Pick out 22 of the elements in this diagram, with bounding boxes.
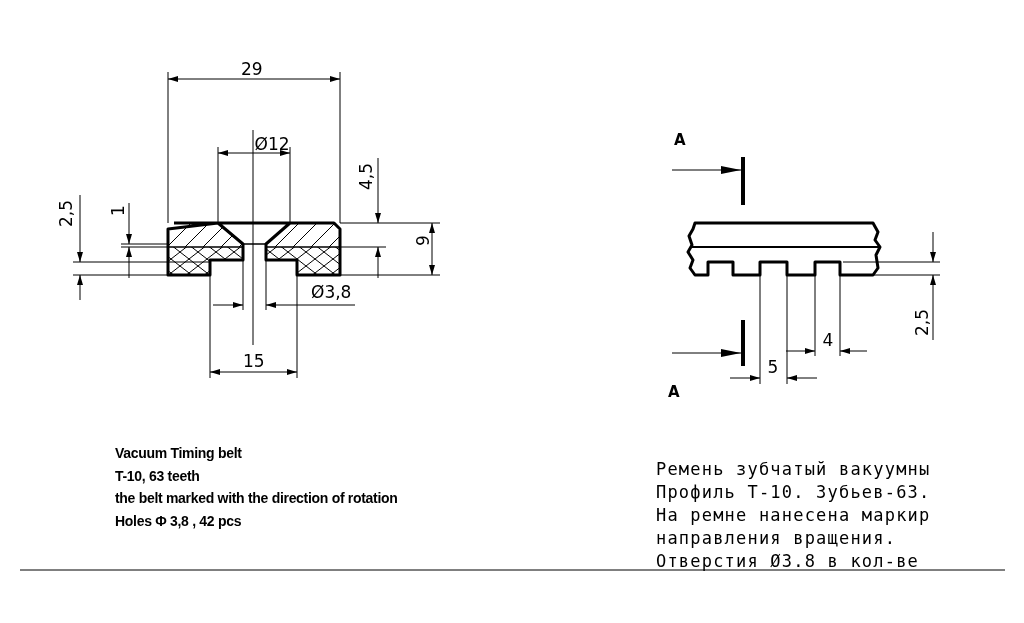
dimension-value: Ø12 <box>254 135 290 153</box>
note-text: Ремень зубчатый вакуумны <box>656 461 931 478</box>
note-text: T-10, 63 teeth <box>115 468 200 483</box>
dimension-value: 2,5 <box>913 308 931 336</box>
dimension-value: 4 <box>822 331 834 349</box>
dimension-value: 5 <box>767 358 779 376</box>
note-text: Отверстия Ø3.8 в кол-ве <box>656 553 919 570</box>
dimension-value: 2,5 <box>57 199 75 227</box>
dimension-value: Ø3,8 <box>311 283 352 301</box>
note-text: Holes Φ 3,8 , 42 pcs <box>115 513 242 528</box>
dimension-value: 1 <box>109 204 127 216</box>
dimension-value: 29 <box>241 60 263 78</box>
note-text: Профиль Т-10. Зубьев-63. <box>656 484 931 501</box>
dimension-value: 9 <box>414 234 432 246</box>
section-letter: A <box>674 132 686 148</box>
note-text: Vacuum Timing belt <box>115 446 242 460</box>
section-letter: A <box>668 384 680 400</box>
note-text: направления вращения. <box>656 530 897 547</box>
note-text: the belt marked with the direction of rotation <box>115 491 398 505</box>
note-text: На ремне нанесена маркир <box>656 507 931 524</box>
dimension-value: 4,5 <box>357 162 375 190</box>
dimension-value: 15 <box>243 352 265 370</box>
